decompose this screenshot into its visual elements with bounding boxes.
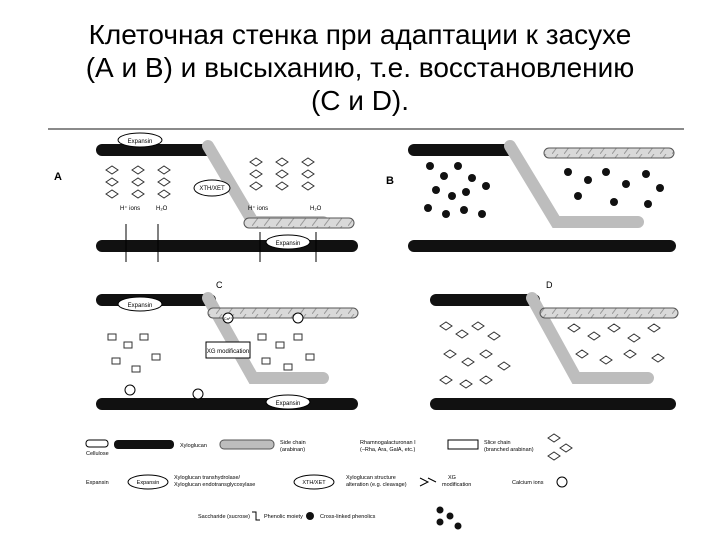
panel-b-cellulose-mid xyxy=(544,148,674,158)
legend-slice-chain-1: Slice chain xyxy=(484,440,511,446)
legend-xg-struct-2: alteration (e.g. cleavage) xyxy=(346,482,407,488)
legend-xyloglucan: Xyloglucan xyxy=(180,443,207,449)
legend-cellulose-swatch xyxy=(86,440,108,447)
panel-a-cellulose-top xyxy=(96,144,216,156)
legend-cellulose-bar xyxy=(114,440,174,449)
calcium-ion-icon xyxy=(557,477,567,487)
legend-side-chain-1: Side chain xyxy=(280,440,306,446)
panel-a-label: A xyxy=(54,171,62,183)
legend-rg-1: Rhamnogalacturonan I xyxy=(360,440,416,446)
legend-slice-chain-2: (branched arabinan) xyxy=(484,447,534,453)
panel-c-label: C xyxy=(216,280,223,290)
panel-d-label: D xyxy=(546,280,553,290)
legend-xg-mod-1: XG xyxy=(448,475,456,481)
panel-a-cellulose-bottom xyxy=(96,240,358,252)
panel-b-cellulose-top xyxy=(408,144,518,156)
page-title: Клеточная стенка при адаптации к засухе … xyxy=(0,18,720,117)
legend: Cellulose Xyloglucan Side chain (arabina… xyxy=(86,434,572,530)
panel-a-expansin-top: Expansin xyxy=(128,139,153,145)
legend-rg-2: (–Rha, Ara, GalA, etc.) xyxy=(360,447,415,453)
legend-expansin-icon-label: Expansin xyxy=(137,480,160,486)
legend-crosslinked: Cross-linked phenolics xyxy=(320,514,376,520)
crosslinked-phenolic-icon xyxy=(306,512,314,520)
legend-xth-icon-label: XTH/XET xyxy=(302,480,326,486)
legend-xyloglucan-bar xyxy=(220,440,274,449)
panel-c-xg-mod: XG modification xyxy=(207,349,249,355)
panel-a-water: H₂O xyxy=(156,206,168,212)
panel-a-xth: XTH/XET xyxy=(199,186,225,192)
panel-a-water-2: H₂O xyxy=(310,206,322,212)
panel-d-cellulose-bottom xyxy=(430,398,676,410)
legend-xth-2: Xyloglucan endotransglycosylase xyxy=(174,482,255,488)
panel-a-expansin-bottom: Expansin xyxy=(276,241,301,247)
legend-saccharide: Saccharide (sucrose) xyxy=(198,514,250,520)
title-line-3: (С и D). xyxy=(0,84,720,117)
panel-d-cellulose-top xyxy=(430,294,540,306)
panel-b-cellulose-bottom xyxy=(408,240,676,252)
cell-wall-figure: A Expansin XTH/XET Expansin H⁺ ions H₂O … xyxy=(48,122,688,540)
crosslinked-cluster-icon xyxy=(437,507,462,530)
cleavage-icon xyxy=(420,478,436,486)
panel-c-cellulose-bottom xyxy=(96,398,358,410)
legend-xg-mod-2: modification xyxy=(442,482,471,488)
panel-c: C Expansin XG modification Ca²⁺ Expansin xyxy=(96,280,358,410)
panel-b-label: B xyxy=(386,175,394,187)
legend-cellulose: Cellulose xyxy=(86,451,109,457)
legend-branched-icon xyxy=(548,434,572,460)
panel-a-cellulose-mid xyxy=(244,218,354,228)
panel-b: B xyxy=(386,144,676,252)
legend-calcium: Calcium ions xyxy=(512,480,544,486)
panel-a: A Expansin XTH/XET Expansin H⁺ ions H₂O … xyxy=(54,133,358,262)
legend-xth-1: Xyloglucan transhydrolase/ xyxy=(174,475,241,481)
panel-a-h-ions-2: H⁺ ions xyxy=(248,205,268,212)
panel-a-h-ions: H⁺ ions xyxy=(120,205,140,212)
panel-c-ca: Ca²⁺ xyxy=(224,316,233,321)
panel-d: D xyxy=(430,280,678,410)
panel-d-cellulose-mid xyxy=(540,308,678,318)
legend-xg-struct-1: Xyloglucan structure xyxy=(346,475,396,481)
title-line-2: (А и В) и высыханию, т.е. восстановлению xyxy=(0,51,720,84)
phenolic-icon xyxy=(252,512,260,520)
legend-side-chain-2: (arabinan) xyxy=(280,447,305,453)
panel-c-expansin-top: Expansin xyxy=(128,303,153,309)
title-line-1: Клеточная стенка при адаптации к засухе xyxy=(0,18,720,51)
panel-c-expansin-bottom: Expansin xyxy=(276,401,301,407)
legend-expansin: Expansin xyxy=(86,480,109,486)
legend-phenolic: Phenolic moiety xyxy=(264,514,303,520)
legend-rg-swatch xyxy=(448,440,478,449)
